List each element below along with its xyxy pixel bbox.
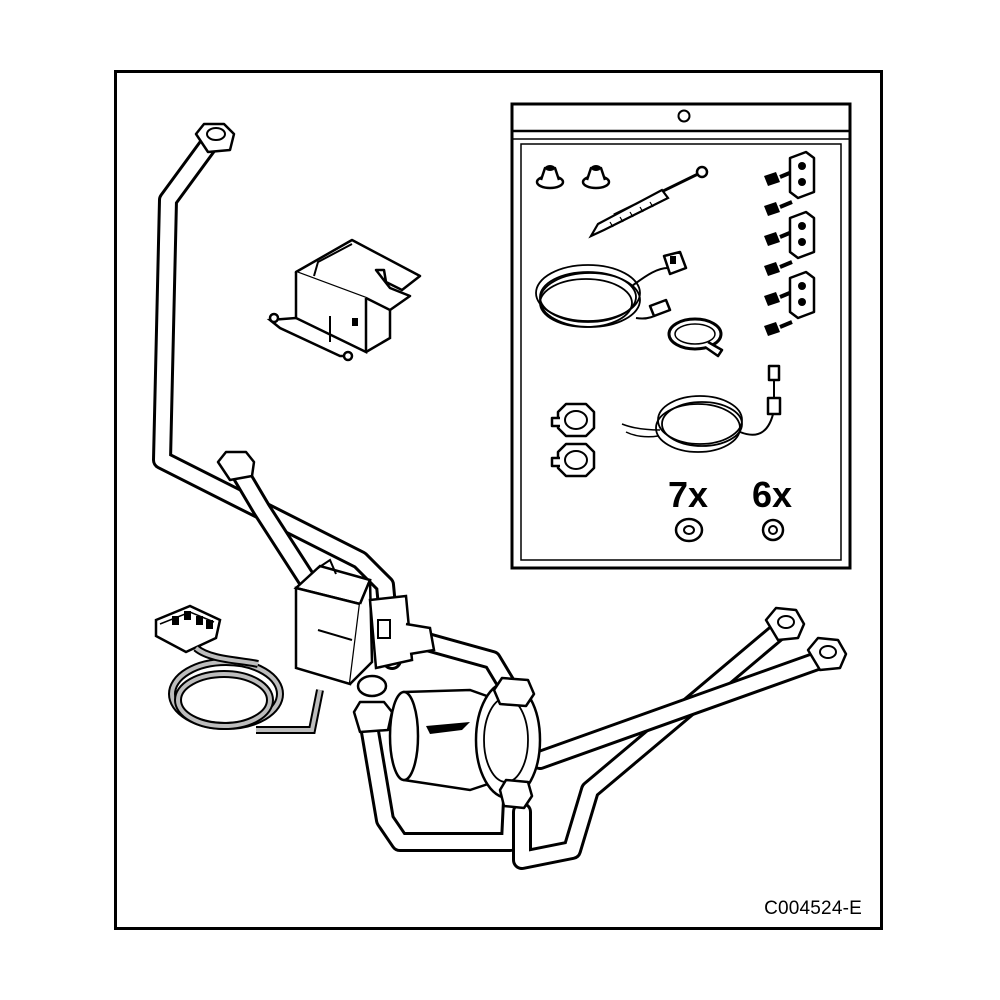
mounting-bracket-icon bbox=[266, 238, 422, 362]
washer-quantity-small: 6x bbox=[752, 474, 793, 515]
screw-icon bbox=[764, 320, 793, 336]
washer-quantity-large: 7x bbox=[668, 474, 709, 515]
circulation-pump-icon bbox=[388, 676, 542, 810]
temperature-probe-icon bbox=[588, 165, 709, 239]
actuator-motor-icon bbox=[293, 558, 374, 686]
hanger-hole-icon bbox=[677, 109, 691, 123]
union-nut-icon bbox=[550, 402, 596, 438]
diagram-frame bbox=[114, 70, 883, 930]
screw-icon bbox=[764, 200, 793, 216]
hose-clamp-icon bbox=[667, 317, 724, 358]
screw-icon bbox=[764, 260, 793, 276]
connector-cable-icon bbox=[168, 644, 324, 734]
union-nut-icon bbox=[550, 442, 596, 478]
figure-code: C004524-E bbox=[764, 898, 862, 919]
grommet-icon bbox=[581, 165, 611, 190]
sensor-cable-icon bbox=[535, 250, 688, 328]
cable-coil-icon bbox=[621, 364, 782, 453]
mixing-valve-icon bbox=[352, 594, 436, 734]
pipe-nut-icon bbox=[216, 450, 256, 482]
clip-icon bbox=[788, 210, 816, 260]
clip-icon bbox=[788, 150, 816, 200]
pipe-nut-icon bbox=[764, 606, 806, 642]
grommet-icon bbox=[535, 165, 565, 190]
pipe-nut-icon bbox=[806, 636, 848, 672]
washer-icon bbox=[761, 518, 785, 542]
connector-plug-icon bbox=[154, 604, 222, 654]
washer-icon bbox=[674, 517, 704, 543]
clip-icon bbox=[788, 270, 816, 320]
pipe-nut-icon bbox=[194, 122, 236, 154]
